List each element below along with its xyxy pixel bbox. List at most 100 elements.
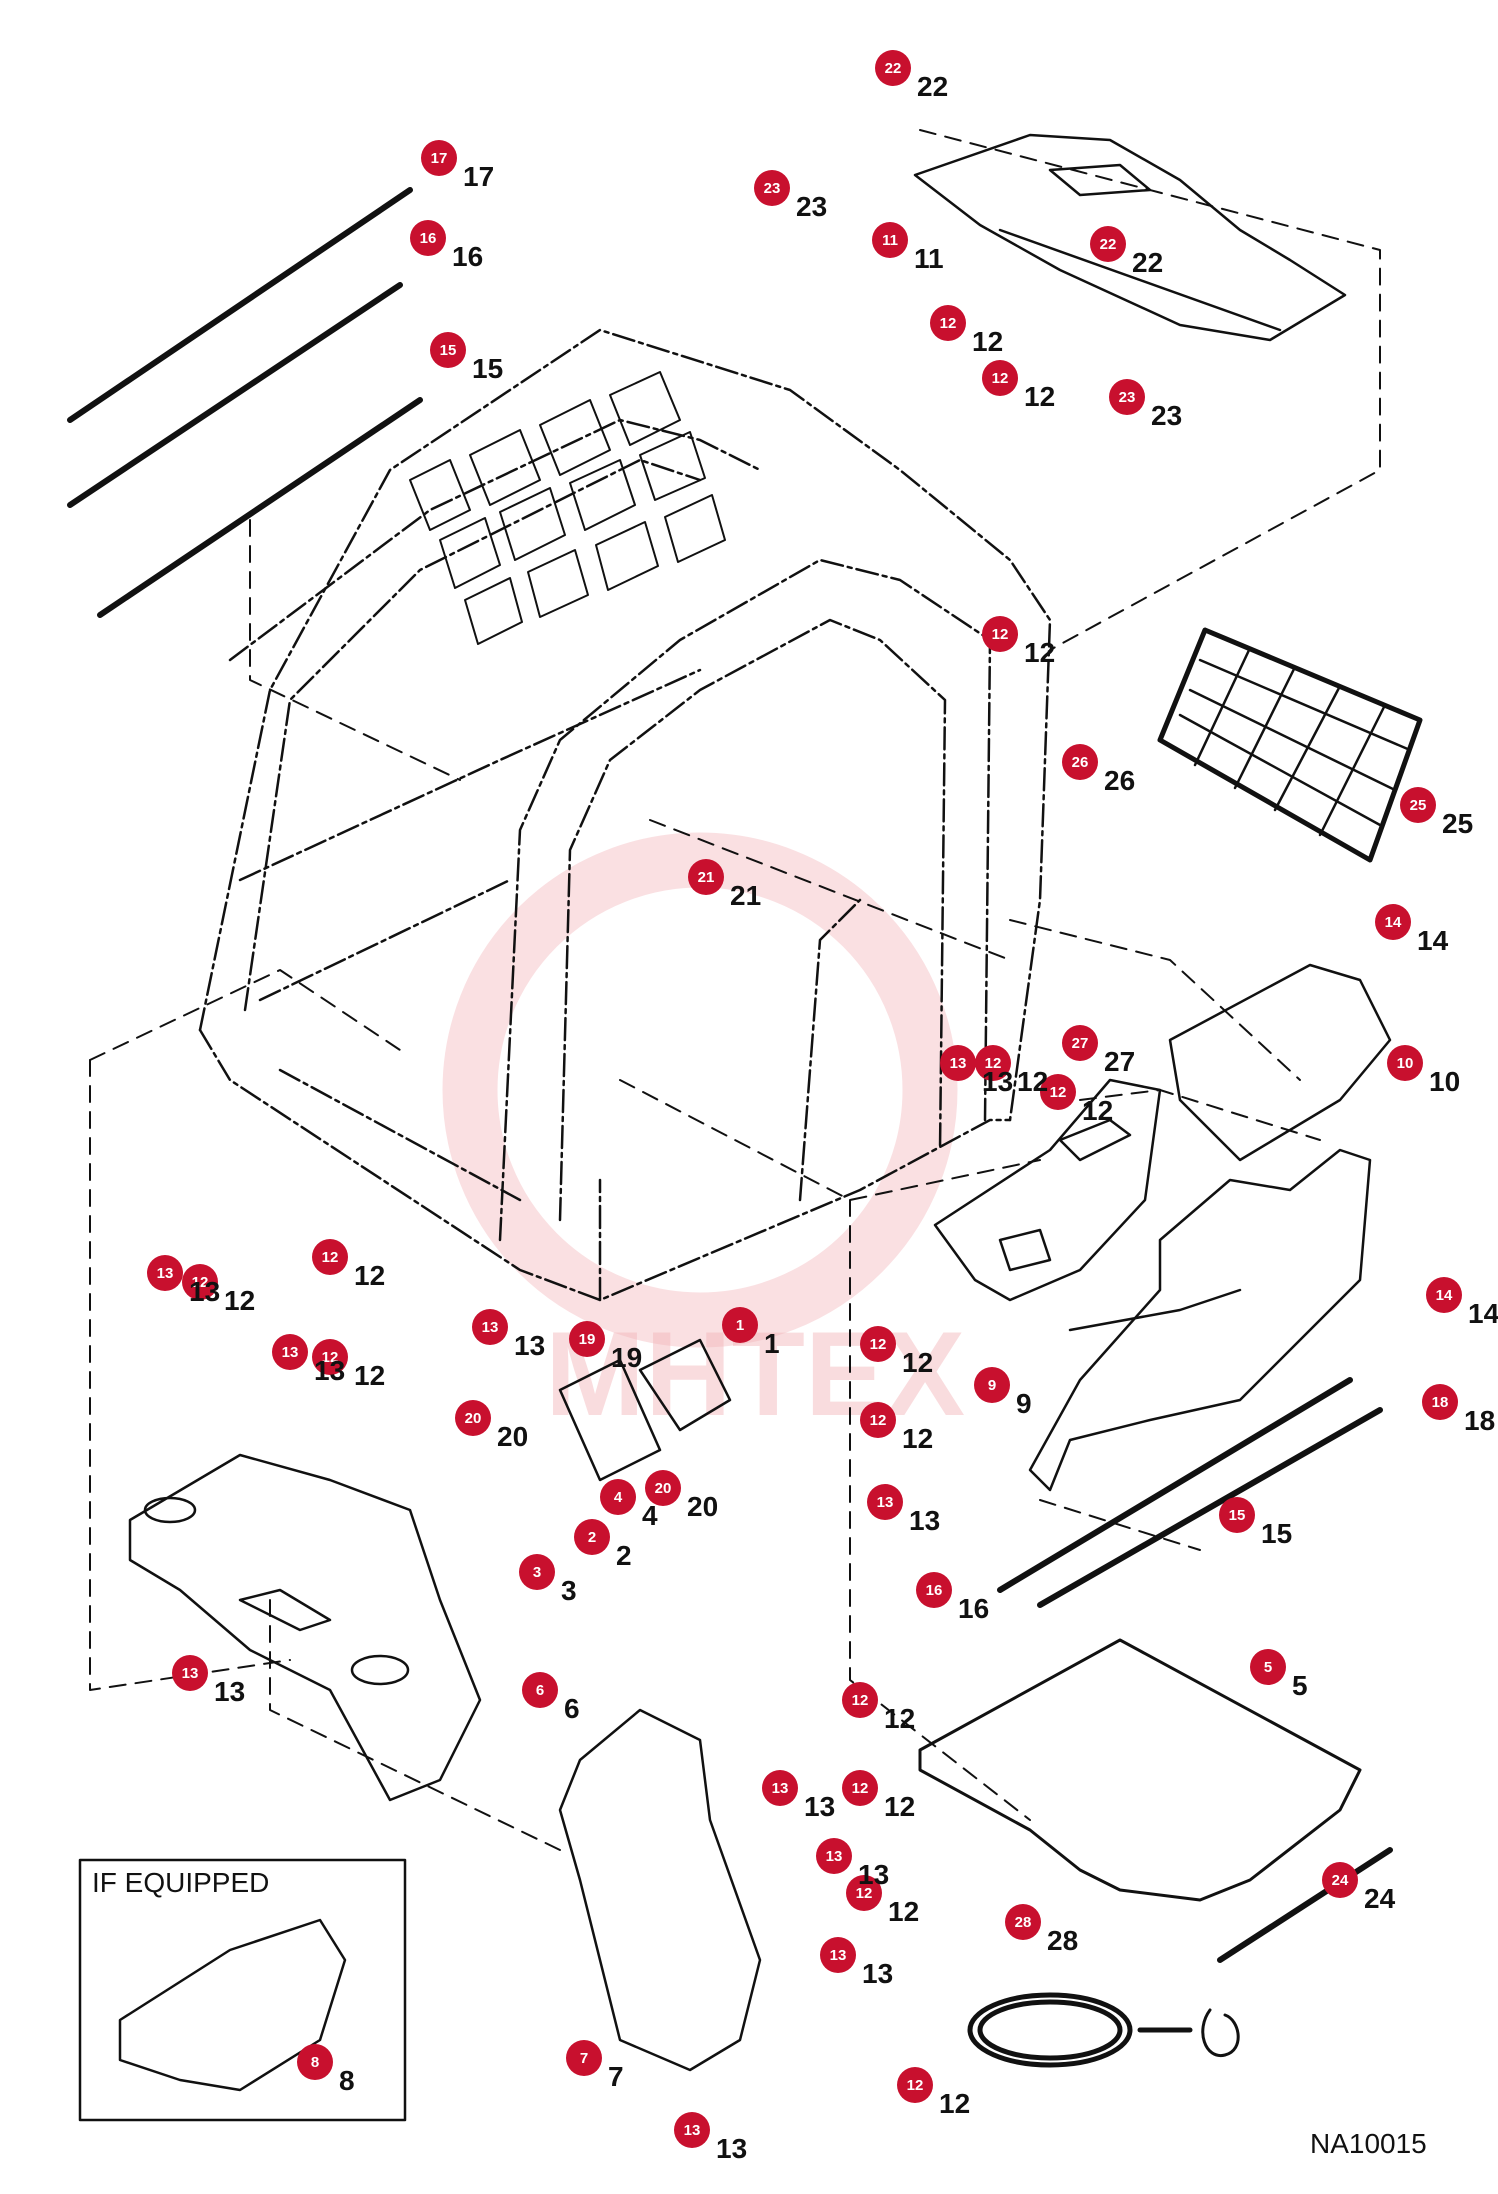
callout-2: 22 <box>574 1519 632 1571</box>
callout-number: 12 <box>1024 381 1055 412</box>
callout-badge <box>860 1402 896 1438</box>
callout-number: 5 <box>1292 1670 1308 1701</box>
callout-badge-number: 13 <box>182 1665 199 1682</box>
callout-badge-number: 18 <box>1432 1394 1449 1411</box>
callout-badge <box>430 332 466 368</box>
callout-number: 12 <box>1024 637 1055 668</box>
roof-panel <box>913 133 1347 342</box>
callout-number: 3 <box>561 1575 577 1606</box>
callout-badge <box>897 2067 933 2103</box>
lower-rods <box>997 1377 1393 1963</box>
callout-number: 9 <box>1016 1388 1032 1419</box>
callout-badge <box>842 1682 878 1718</box>
callout-number: 12 <box>884 1703 915 1734</box>
callout-number: 22 <box>917 71 948 102</box>
callout-badge-number: 13 <box>830 1947 847 1964</box>
callout-badge-number: 12 <box>940 315 957 332</box>
callout-number: 12 <box>888 1896 919 1927</box>
callout-badge <box>569 1321 605 1357</box>
callout-badge <box>846 1875 882 1911</box>
callout-badge-number: 21 <box>698 869 715 886</box>
callout-badge-number: 14 <box>1436 1287 1453 1304</box>
callout-number: 11 <box>914 243 944 274</box>
callout-badge <box>1422 1384 1458 1420</box>
callout-badge-number: 12 <box>192 1274 209 1291</box>
callout-badge <box>820 1937 856 1973</box>
callout-badge <box>182 1264 218 1300</box>
callout-number: 25 <box>1442 808 1473 839</box>
callout-number: 12 <box>939 2088 970 2119</box>
callout-badge-number: 16 <box>926 1582 943 1599</box>
callout-number: 12 <box>1017 1066 1048 1097</box>
callout-badge-number: 19 <box>579 1331 596 1348</box>
callout-badge <box>872 222 908 258</box>
callout-badge-number: 13 <box>772 1780 789 1797</box>
callout-badge <box>522 1672 558 1708</box>
callout-layer: 1122334455667788991010111112121212121212… <box>147 50 1498 2164</box>
callout-badge <box>455 1400 491 1436</box>
roof-grille <box>409 371 726 645</box>
callout-badge-number: 9 <box>988 1377 996 1394</box>
side-panel <box>558 1708 762 2072</box>
callout-badge-number: 13 <box>157 1265 174 1282</box>
callout-12: 12 12 <box>846 1875 919 1927</box>
callout-6: 66 <box>522 1672 580 1724</box>
callout-badge-number: 15 <box>1229 1507 1246 1524</box>
callout-badge-number: 17 <box>431 150 448 167</box>
callout-badge <box>975 1045 1011 1081</box>
callout-number: 12 <box>972 326 1003 357</box>
callout-number: 2 <box>616 1540 632 1571</box>
callout-badge-number: 3 <box>533 1564 541 1581</box>
callout-badge-number: 22 <box>1100 236 1117 253</box>
callout-badge-number: 13 <box>684 2122 701 2139</box>
callout-badge <box>1322 1862 1358 1898</box>
cab-frame <box>198 328 1052 1302</box>
callout-badge-number: 12 <box>856 1885 873 1902</box>
callout-badge <box>1090 226 1126 262</box>
callout-badge-number: 12 <box>322 1349 339 1366</box>
callout-number: 24 <box>1364 1883 1396 1914</box>
callout-badge-number: 15 <box>440 342 457 359</box>
callout-badge <box>1062 1025 1098 1061</box>
callout-5: 55 <box>1250 1649 1308 1701</box>
callout-badge-number: 20 <box>465 1410 482 1427</box>
callout-8: 88 <box>297 2044 355 2096</box>
callout-badge-number: 10 <box>1397 1055 1414 1072</box>
callout-badge <box>842 1770 878 1806</box>
callout-badge <box>1005 1904 1041 1940</box>
inset-box <box>78 1858 407 2122</box>
callout-number: 12 <box>354 1260 385 1291</box>
callout-number: 19 <box>611 1342 642 1373</box>
callout-number: 4 <box>642 1500 658 1531</box>
callout-badge-number: 13 <box>282 1344 299 1361</box>
callout-badge <box>1375 904 1411 940</box>
callout-badge-number: 12 <box>992 370 1009 387</box>
callout-number: 12 <box>1082 1095 1113 1126</box>
callout-number: 13 <box>862 1958 893 1989</box>
callout-number: 12 <box>884 1791 915 1822</box>
callout-badge <box>574 1519 610 1555</box>
callout-badge <box>645 1470 681 1506</box>
